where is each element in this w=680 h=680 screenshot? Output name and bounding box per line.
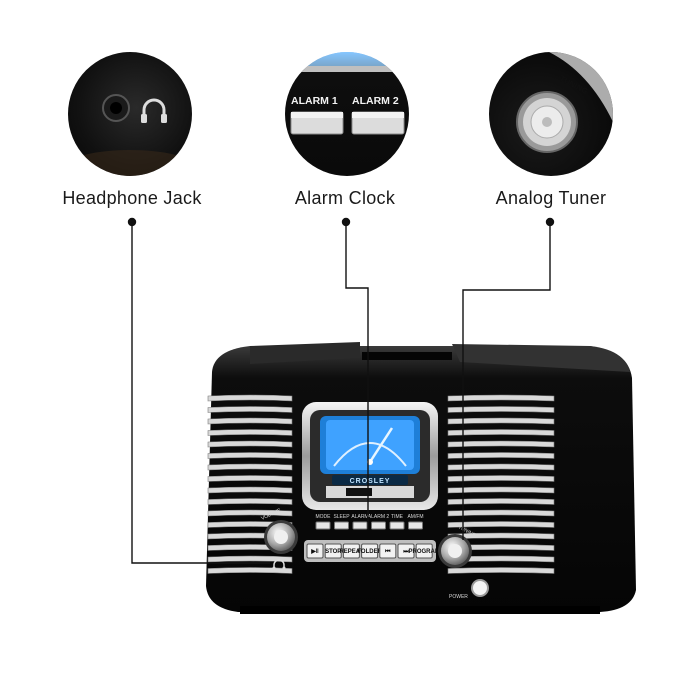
- cd-button[interactable]: [397, 543, 415, 559]
- right-speaker-grille: [447, 394, 555, 574]
- callout-leader-lines: [127, 217, 555, 564]
- grille-bar: [207, 452, 293, 459]
- cd-button-label: ⏭: [403, 549, 409, 555]
- alarm-clock-label: Alarm Clock: [294, 188, 396, 208]
- control-button[interactable]: [352, 521, 368, 530]
- grille-bar: [207, 555, 293, 563]
- control-button[interactable]: [371, 521, 386, 530]
- grille-bar: [447, 440, 555, 448]
- cd-button[interactable]: [379, 543, 397, 559]
- alarm-leader-line: [345, 222, 369, 530]
- brand-text: CROSLEY: [350, 478, 391, 485]
- grille-bar: [447, 567, 555, 574]
- grille-bar: [207, 463, 293, 471]
- cd-button-label: STOP: [325, 549, 341, 555]
- control-button-label: AM/FM: [407, 514, 423, 520]
- grille-bar: [447, 544, 555, 551]
- grille-bar: [207, 429, 293, 436]
- dial-window: CROSLEY: [302, 402, 438, 510]
- cd-button[interactable]: [415, 543, 433, 559]
- cd-button-label: ⏮: [385, 549, 391, 555]
- analog-tuner-label: Analog Tuner: [495, 188, 607, 208]
- headphone-jack-label: Headphone Jack: [62, 188, 202, 208]
- control-button-label: MODE: [316, 514, 332, 520]
- cd-button[interactable]: [306, 543, 324, 559]
- control-button[interactable]: [315, 521, 331, 530]
- grille-bar: [447, 486, 555, 494]
- control-button[interactable]: [389, 521, 405, 530]
- headphone-jack-port-icon: [272, 559, 286, 570]
- tuning-knob[interactable]: [438, 534, 472, 568]
- volume-knob[interactable]: [264, 520, 298, 554]
- grille-bar: [447, 509, 555, 517]
- control-button-label: SLEEP: [333, 514, 350, 520]
- control-button-label: TIME: [391, 514, 404, 520]
- grille-bar: [207, 486, 293, 494]
- analog-tuner-zoom: TUNING: [489, 52, 613, 176]
- tuning-needle: [368, 427, 394, 463]
- grille-bar: [207, 567, 293, 574]
- cd-button-label: PROGRAM: [409, 549, 440, 555]
- grille-bar: [447, 555, 555, 563]
- grille-bar: [447, 452, 555, 459]
- grille-bar: [447, 498, 555, 505]
- alarm-buttons-closeup: ALARM 1 ALARM 2: [285, 52, 409, 135]
- tuning-knob-closeup: TUNING: [516, 52, 613, 153]
- cd-button[interactable]: [324, 543, 342, 559]
- grille-bar: [447, 532, 555, 540]
- grille-bar: [207, 394, 293, 402]
- grille-bar: [207, 417, 293, 425]
- grille-bar: [447, 394, 555, 402]
- grille-bar: [447, 417, 555, 425]
- control-button-label: ALARM: [351, 514, 368, 520]
- grille-bar: [447, 521, 555, 528]
- control-button-label: ALARM 2: [368, 514, 390, 520]
- cd-button-label: REPEAT: [339, 549, 363, 555]
- power-button[interactable]: [471, 579, 489, 597]
- grille-bar: [447, 463, 555, 471]
- grille-bar: [207, 509, 293, 517]
- power-label: POWER: [449, 594, 468, 600]
- alarm-2-text: ALARM 2: [352, 95, 399, 107]
- grille-bar: [207, 440, 293, 448]
- tuner-leader-line: [462, 222, 551, 540]
- grille-bar: [207, 475, 293, 482]
- grille-bar: [447, 406, 555, 413]
- headphone-icon: [141, 98, 167, 123]
- grille-bar: [447, 475, 555, 482]
- grille-bar: [207, 406, 293, 413]
- control-button[interactable]: [408, 521, 423, 530]
- cd-button[interactable]: [361, 543, 379, 559]
- alarm-1-text: ALARM 1: [291, 95, 338, 107]
- alarm-clock-zoom: ALARM 1 ALARM 2: [285, 52, 409, 176]
- control-button[interactable]: [334, 521, 349, 530]
- grille-bar: [207, 498, 293, 505]
- cd-button-label: FOLDER: [357, 549, 382, 555]
- cd-button-label: ▶‖: [310, 548, 319, 555]
- headphone-leader-line: [131, 222, 270, 564]
- grille-bar: [447, 429, 555, 436]
- cd-button[interactable]: [342, 543, 360, 559]
